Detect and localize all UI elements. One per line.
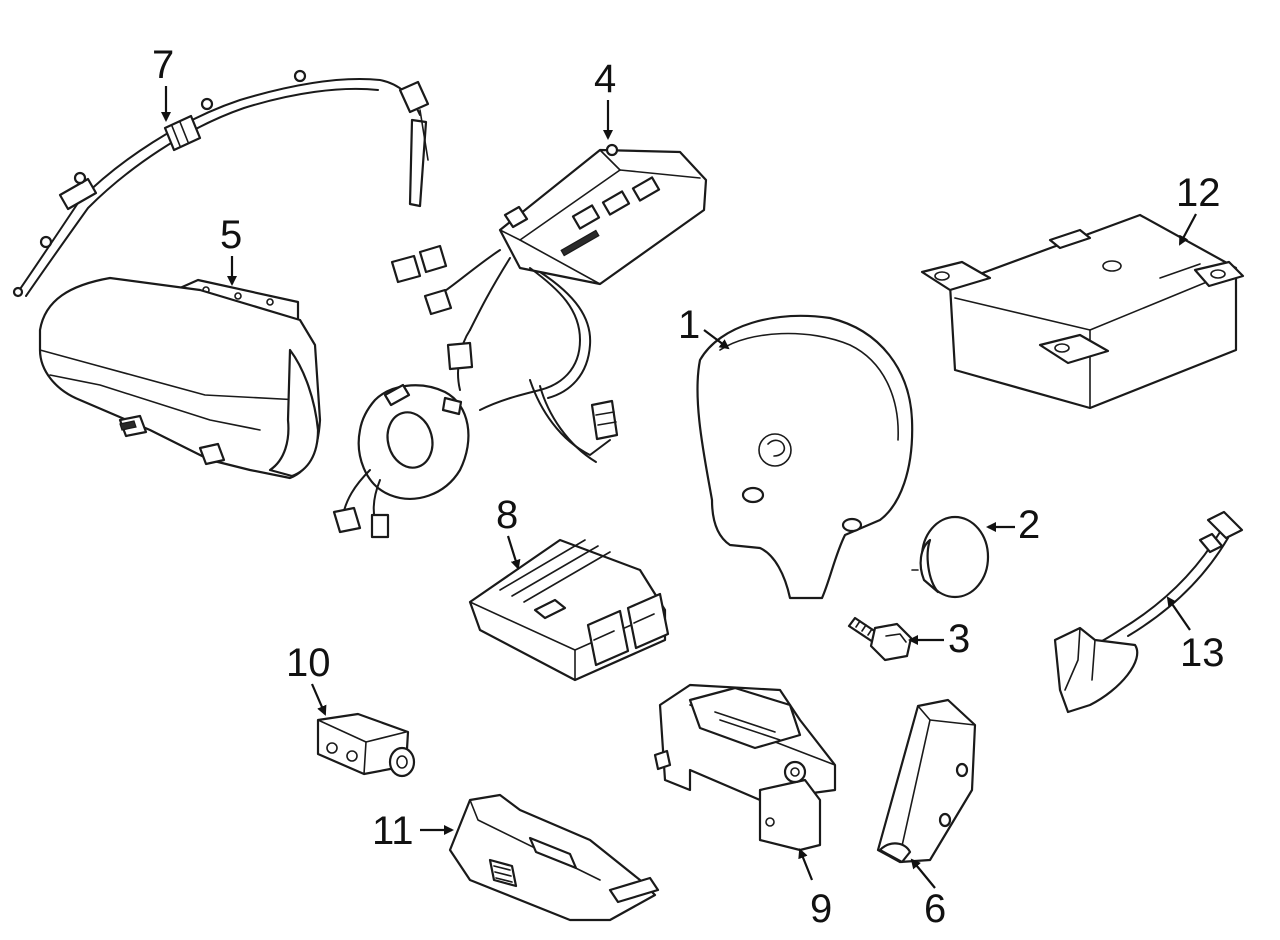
part-4-module-harness (332, 143, 708, 539)
callout-label: 12 (1176, 171, 1221, 215)
callout-label: 13 (1180, 631, 1225, 675)
callout-12: 12 (1176, 171, 1221, 246)
part-2-cap (911, 515, 990, 599)
callout-label: 2 (1018, 503, 1040, 547)
callout-label: 1 (678, 303, 700, 347)
callout-label: 5 (220, 213, 242, 257)
callout-label: 6 (924, 887, 946, 931)
part-6-side-airbag (876, 698, 977, 864)
callout-8: 8 (496, 493, 521, 570)
callout-2: 2 (986, 503, 1040, 547)
callout-label: 7 (152, 43, 174, 87)
part-8-control-unit (468, 538, 670, 682)
part-10-impact-sensor (316, 712, 416, 778)
callout-7: 7 (152, 43, 174, 122)
part-9-sensor-bracket (653, 683, 837, 852)
part-12-control-module (920, 213, 1245, 410)
callout-label: 9 (810, 887, 832, 931)
part-3-bolt (847, 616, 913, 662)
callout-5: 5 (220, 213, 242, 286)
callout-11: 11 (372, 809, 454, 853)
callout-1: 1 (678, 303, 730, 350)
part-11-trim-bracket (448, 793, 660, 922)
callout-label: 3 (948, 617, 970, 661)
callout-6: 6 (910, 858, 946, 931)
callout-label: 10 (286, 641, 331, 685)
callout-3: 3 (908, 617, 970, 661)
part-1-driver-airbag (696, 314, 914, 600)
part-7-curtain-airbag (12, 69, 430, 298)
callout-13: 13 (1166, 596, 1225, 675)
callout-10: 10 (286, 641, 331, 716)
callout-label: 8 (496, 493, 518, 537)
callout-label: 11 (372, 809, 414, 853)
part-5-passenger-airbag (38, 276, 322, 480)
callout-9: 9 (798, 848, 832, 931)
callout-4: 4 (594, 57, 616, 140)
callout-label: 4 (594, 57, 616, 101)
part-13-belt-sensor (1053, 510, 1244, 714)
